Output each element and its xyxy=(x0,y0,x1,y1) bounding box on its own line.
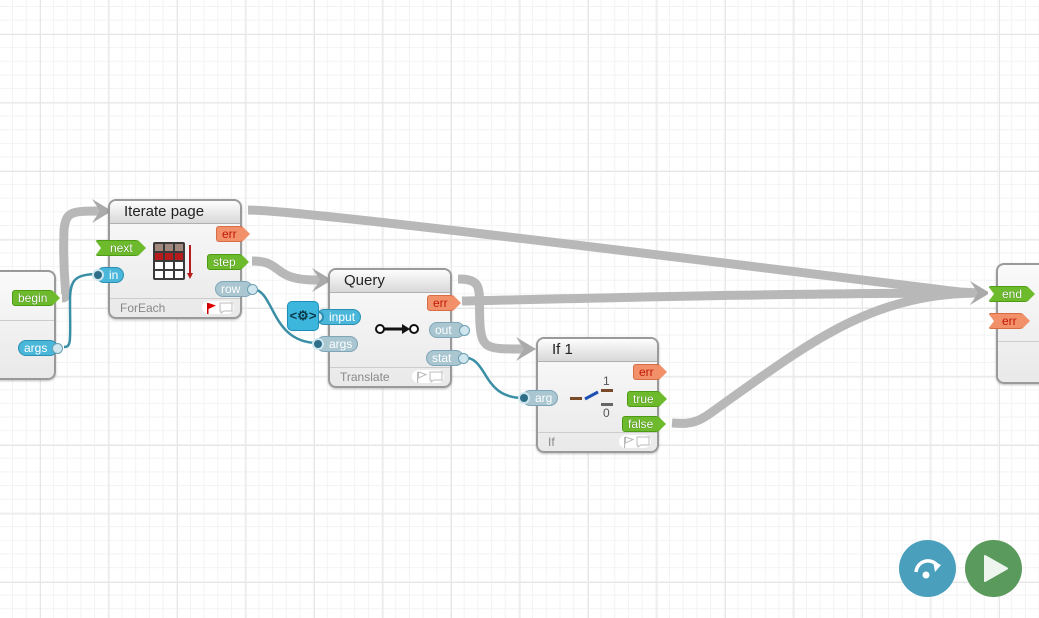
port-begin-label: begin xyxy=(18,291,48,305)
port-err-label: err xyxy=(433,296,448,310)
port-false[interactable]: false xyxy=(622,416,667,432)
port-true[interactable]: true xyxy=(627,391,667,407)
port-out-socket xyxy=(458,325,470,336)
port-query-args[interactable]: args xyxy=(312,336,359,352)
port-next-label: next xyxy=(110,241,133,255)
port-stat-socket xyxy=(458,353,470,364)
port-query-err[interactable]: err xyxy=(427,295,461,311)
port-err-label: err xyxy=(222,227,237,241)
comment-icon[interactable] xyxy=(636,435,650,448)
switch-label-true: 1 xyxy=(603,374,610,388)
breakpoint-flag-icon[interactable] xyxy=(622,435,635,448)
node-type-label: If xyxy=(548,435,555,449)
port-stat[interactable]: stat xyxy=(426,350,470,366)
port-step[interactable]: step xyxy=(207,254,249,270)
port-args-label: args xyxy=(329,337,353,351)
code-settings-icon[interactable]: <⚙> xyxy=(287,301,319,331)
port-err-label: err xyxy=(1002,314,1017,328)
port-args-label: args xyxy=(24,341,48,355)
port-in-socket xyxy=(92,269,104,281)
flow-wire-false-to-end[interactable] xyxy=(671,288,981,428)
port-end-label: end xyxy=(1002,287,1023,301)
port-iterate-err[interactable]: err xyxy=(216,226,250,242)
comment-icon[interactable] xyxy=(219,301,233,314)
switch-label-false: 0 xyxy=(603,406,610,420)
port-input-label: input xyxy=(329,310,356,324)
port-args-out[interactable]: args xyxy=(18,340,64,356)
port-end[interactable]: end xyxy=(988,286,1036,302)
flow-wire-step-to-query[interactable] xyxy=(251,256,321,285)
play-icon xyxy=(984,555,1008,582)
port-out[interactable]: out xyxy=(429,322,470,338)
step-over-icon xyxy=(914,559,941,579)
table-rows-icon xyxy=(152,241,194,288)
start-node[interactable] xyxy=(0,270,56,380)
flow-wire-iterate-to-end[interactable] xyxy=(247,205,981,298)
port-in[interactable]: in xyxy=(92,267,125,283)
breakpoint-flag-icon[interactable] xyxy=(415,370,428,383)
port-if-err[interactable]: err xyxy=(633,364,667,380)
data-wire-row-to-args[interactable] xyxy=(251,287,319,345)
port-false-label: false xyxy=(628,417,654,431)
port-arg-label: arg xyxy=(535,391,553,405)
data-wire-args-to-in[interactable] xyxy=(63,272,99,349)
port-next[interactable]: next xyxy=(95,240,146,256)
node-title: Iterate page xyxy=(110,201,240,224)
port-args-socket xyxy=(52,343,64,354)
switch-icon: 1 0 xyxy=(570,374,620,421)
port-err-label: err xyxy=(639,365,654,379)
step-button[interactable] xyxy=(899,540,956,597)
port-begin[interactable]: begin xyxy=(12,290,61,306)
port-out-label: out xyxy=(435,323,452,337)
breakpoint-flag-icon[interactable] xyxy=(205,301,217,314)
port-stat-label: stat xyxy=(432,351,452,365)
data-wire-stat-to-arg[interactable] xyxy=(461,355,525,400)
port-input[interactable]: input xyxy=(312,309,362,325)
flow-wire-query-to-end[interactable] xyxy=(461,288,981,306)
port-finish-err[interactable]: err xyxy=(988,313,1030,329)
pipe-arrow-icon xyxy=(374,322,420,341)
comment-icon[interactable] xyxy=(429,370,443,383)
port-true-label: true xyxy=(633,392,654,406)
node-title: If 1 xyxy=(538,339,657,362)
port-args-socket xyxy=(312,338,324,350)
port-in-label: in xyxy=(109,268,119,282)
flow-wire-begin-to-iterate[interactable] xyxy=(59,206,101,303)
port-step-label: step xyxy=(213,255,236,269)
flow-wire-query-to-if[interactable] xyxy=(457,274,527,354)
node-title: Query xyxy=(330,270,450,293)
run-button[interactable] xyxy=(965,540,1022,597)
port-row-label: row xyxy=(221,282,241,296)
node-type-label: Translate xyxy=(340,370,390,384)
node-type-label: ForEach xyxy=(120,301,166,315)
port-row-socket xyxy=(247,284,259,295)
port-arg-socket xyxy=(518,392,530,404)
port-row[interactable]: row xyxy=(215,281,259,297)
port-arg[interactable]: arg xyxy=(518,390,559,406)
